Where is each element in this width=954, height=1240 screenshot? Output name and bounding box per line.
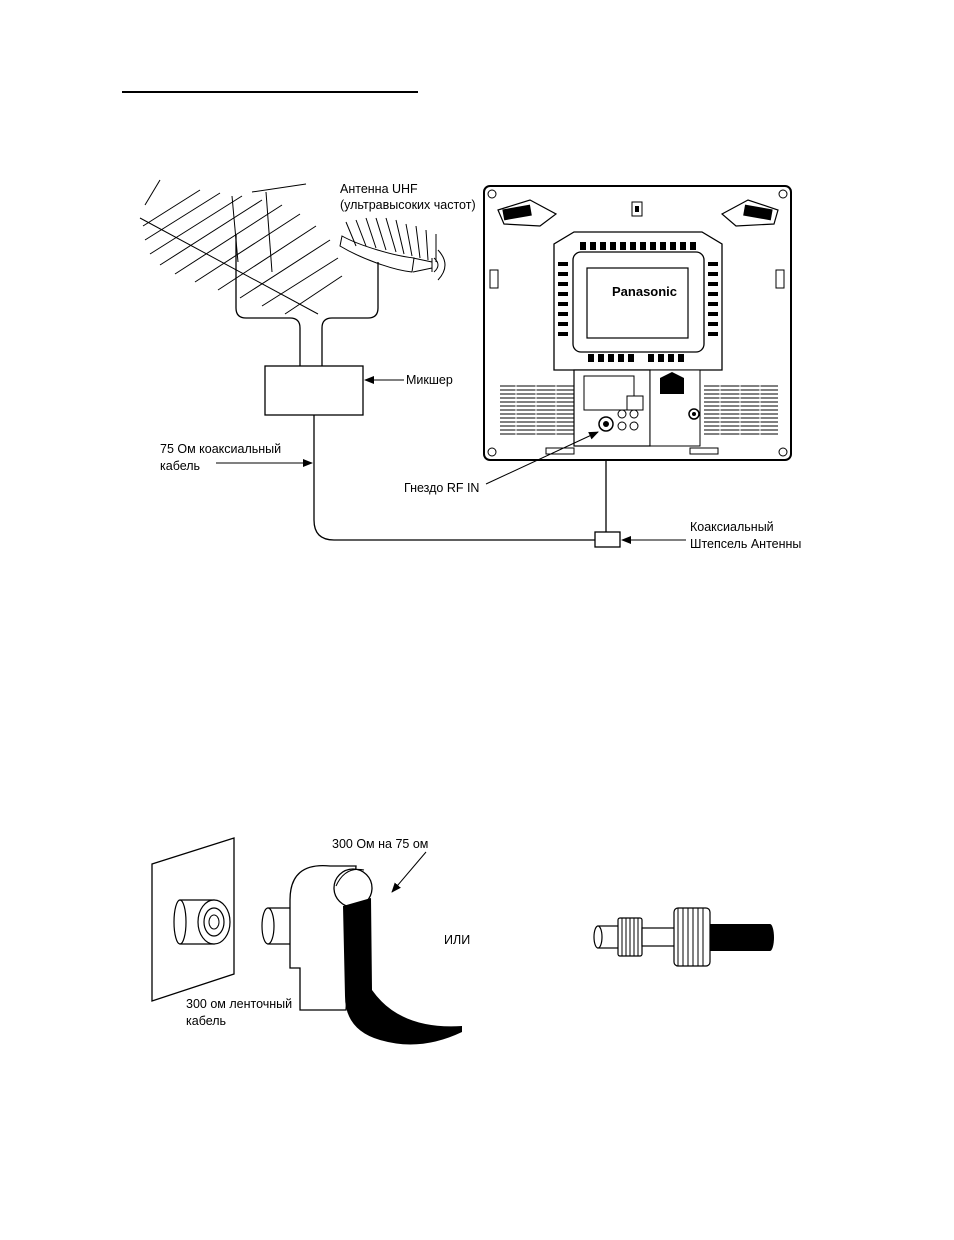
label-adapter: 300 Ом на 75 ом [332,837,428,851]
vhf-feed-cable [236,235,300,366]
antenna-connection-diagram: Panasonic Антенна UHF (ультравысоких час… [140,180,801,551]
vhf-antenna-icon [140,180,342,314]
label-cable-line2: кабель [160,459,200,473]
tv-brand-logo: Panasonic [612,284,677,299]
label-plug-line1: Коаксиальный [690,520,774,534]
label-antenna-line2: (ультравысоких частот) [340,198,476,212]
label-ribbon-line2: кабель [186,1014,226,1028]
uhf-antenna-icon [340,218,445,280]
label-mixer: Микшер [406,373,453,387]
label-ribbon-line1: 300 ом ленточный [186,997,292,1011]
label-plug-line2: Штепсель Антенны [690,537,801,551]
wall-socket-icon [174,900,230,944]
label-antenna-line1: Антенна UHF [340,182,418,196]
tv-rear-panel: Panasonic [484,186,791,460]
ribbon-cable-300-ohm [343,898,462,1045]
uhf-feed-cable [322,262,378,366]
mixer-box [265,366,363,415]
f-connector-icon [594,908,774,966]
coaxial-plug-icon [595,532,620,547]
adapter-arrow [392,852,426,892]
label-rf-in: Гнездо RF IN [404,481,479,495]
label-or: ИЛИ [444,933,470,947]
adapter-diagram: 300 Ом на 75 ом ИЛИ 300 ом ленточный каб… [152,837,774,1045]
label-cable-line1: 75 Ом коаксиальный [160,442,281,456]
